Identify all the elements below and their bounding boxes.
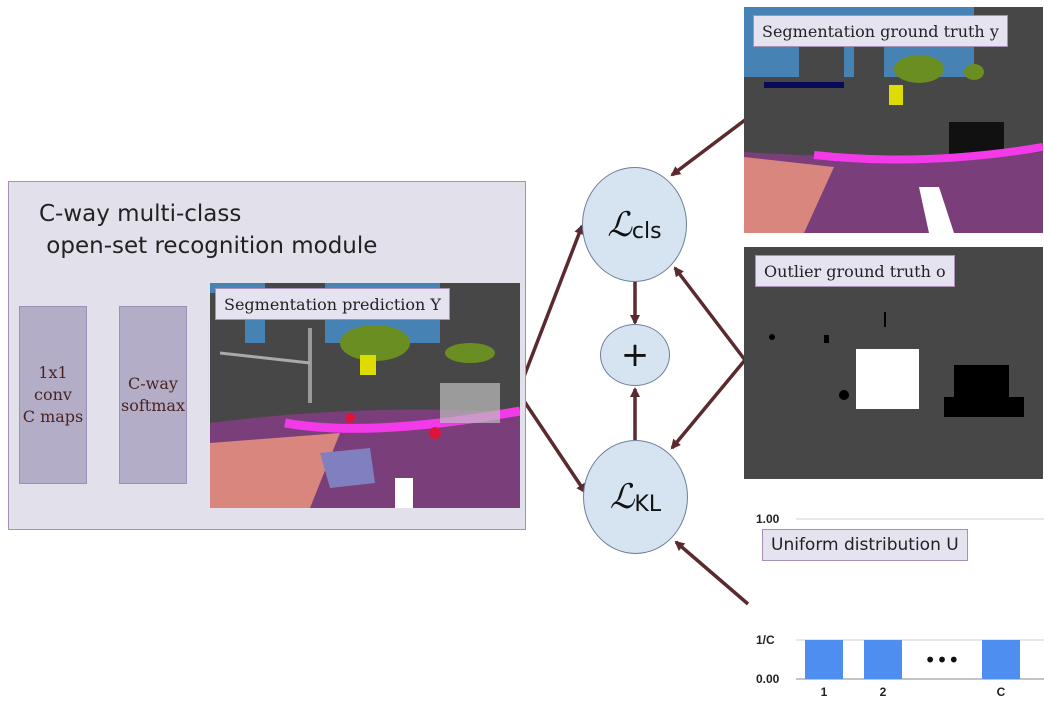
conv-box-line2: C maps: [22, 407, 84, 426]
conv-box: 1x1 conv C maps: [19, 306, 87, 484]
xtick-label-1: 1: [821, 685, 828, 699]
segmentation-ground-truth-text: Segmentation ground truth y: [762, 21, 999, 41]
bars-group: [805, 640, 1020, 679]
cls-loss-subscript: cls: [631, 219, 662, 244]
bar-4: [982, 640, 1020, 679]
softmax-box: C-way softmax: [119, 306, 187, 484]
arrow-gt-to-cls: [670, 118, 747, 177]
module-title: C-way multi-class open-set recognition m…: [39, 198, 377, 262]
segmentation-ground-truth-caption: Segmentation ground truth y: [753, 15, 1008, 47]
arrow-pred-to-cls: [516, 224, 584, 393]
plus-symbol: +: [620, 335, 650, 375]
cls-loss-symbol: ℒ: [607, 204, 632, 245]
kl-loss-node: ℒ KL: [583, 440, 688, 554]
xlabels-group: 1 2 ••• C: [821, 648, 1006, 699]
ytick-label-top: 1.00: [756, 512, 780, 526]
xtick-label-4: C: [997, 685, 1006, 699]
cls-loss-node: ℒ cls: [582, 167, 687, 282]
kl-loss-subscript: KL: [634, 491, 662, 517]
segmentation-prediction-image: [210, 283, 520, 508]
uniform-distribution-text: Uniform distribution U: [771, 535, 959, 555]
outlier-ground-truth-caption: Outlier ground truth o: [755, 255, 955, 287]
bar-1: [805, 640, 843, 679]
bar-2: [864, 640, 902, 679]
sum-node: +: [600, 324, 670, 386]
arrow-outlier-to-kl: [670, 358, 747, 450]
arrow-pred-to-kl: [516, 391, 587, 494]
ellipsis-marker: •••: [924, 648, 959, 672]
module-title-line2: open-set recognition module: [39, 233, 378, 259]
softmax-box-line2: softmax: [121, 396, 185, 415]
kl-loss-symbol: ℒ: [609, 477, 635, 517]
softmax-box-line1: C-way: [128, 374, 178, 393]
arrow-uniform-to-kl: [674, 540, 750, 606]
ytick-label-mid: 1/C: [756, 633, 775, 647]
module-title-line1: C-way multi-class: [39, 201, 242, 227]
uniform-distribution-caption: Uniform distribution U: [762, 529, 968, 561]
outlier-ground-truth-text: Outlier ground truth o: [764, 261, 946, 281]
arrow-outlier-to-cls: [673, 266, 747, 362]
conv-box-line1: 1x1 conv: [34, 363, 72, 404]
xtick-label-2: 2: [880, 685, 887, 699]
ytick-label-bottom: 0.00: [756, 672, 780, 686]
segmentation-prediction-text: Segmentation prediction Y: [224, 294, 441, 314]
segmentation-prediction-caption: Segmentation prediction Y: [215, 288, 450, 320]
uniform-distribution-chart: 1.00 1/C 0.00 1 2 ••• C: [756, 512, 1044, 699]
